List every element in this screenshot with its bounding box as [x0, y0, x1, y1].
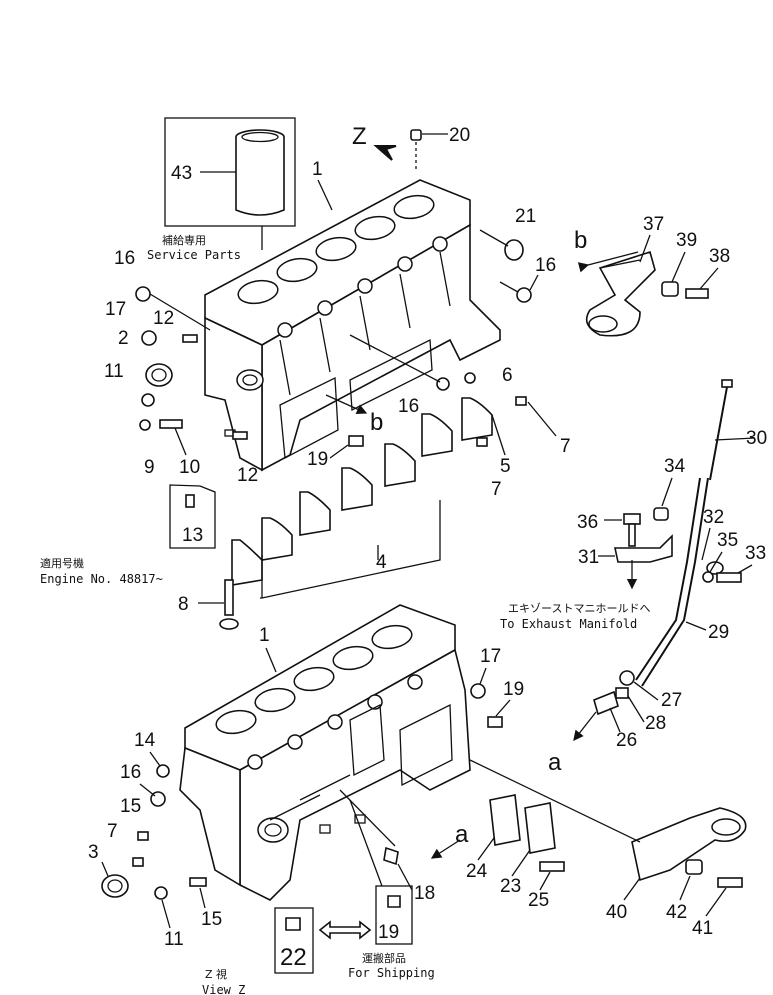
- engine-no-en-label: Engine No. 48817~: [40, 572, 163, 586]
- lower-cylinder-block: [179, 604, 471, 901]
- callout-2: 2: [118, 328, 129, 349]
- callout-1: 1: [259, 625, 270, 646]
- callout-6: 6: [502, 365, 513, 386]
- callout-37: 37: [643, 214, 664, 235]
- callout-31: 31: [578, 547, 599, 568]
- ref-b-block: b: [370, 409, 383, 436]
- callout-26: 26: [616, 730, 637, 751]
- callout-35: 35: [717, 530, 738, 551]
- callout-numbers: 43 1 20 21 16 16 17 12 2 11 16 6 7 5 7 9…: [88, 125, 767, 971]
- callout-20: 20: [449, 125, 470, 146]
- service-parts-jp-label: 補給専用: [162, 233, 206, 247]
- callout-30: 30: [746, 428, 767, 449]
- callout-3: 3: [88, 842, 99, 863]
- service-parts-en-label: Service Parts: [147, 248, 241, 262]
- callout-16: 16: [535, 255, 556, 276]
- callout-39: 39: [676, 230, 697, 251]
- callout-41: 41: [692, 918, 713, 939]
- callout-22: 22: [280, 944, 307, 971]
- main-bearing-caps: [231, 397, 493, 599]
- cylinder-liner: [235, 129, 285, 216]
- callout-28: 28: [645, 713, 666, 734]
- bracket-37-group: [577, 250, 709, 337]
- callout-7: 7: [491, 479, 502, 500]
- shipping-en-label: For Shipping: [348, 966, 435, 980]
- callout-14: 14: [134, 730, 156, 751]
- callout-33: 33: [745, 543, 766, 564]
- callout-21: 21: [515, 206, 536, 227]
- callout-34: 34: [664, 456, 686, 477]
- dipstick-group: [573, 379, 756, 742]
- ref-b-upper: b: [574, 227, 587, 254]
- callout-24: 24: [466, 861, 488, 882]
- callout-19: 19: [307, 449, 328, 470]
- view-z-jp-label: Z 視: [205, 967, 227, 981]
- callout-27: 27: [661, 690, 682, 711]
- view-arrow-icon: [373, 145, 397, 161]
- ref-a-dipstick: a: [548, 749, 562, 776]
- callout-16: 16: [120, 762, 141, 783]
- callout-23: 23: [500, 876, 521, 897]
- view-z-en-label: View Z: [202, 983, 245, 995]
- callout-10: 10: [179, 457, 200, 478]
- callout-4: 4: [376, 552, 387, 573]
- engine-no-jp-label: 適用号機: [40, 556, 84, 570]
- callout-19: 19: [378, 922, 399, 943]
- callout-19: 19: [503, 679, 524, 700]
- callout-12: 12: [237, 465, 258, 486]
- callout-13: 13: [182, 525, 203, 546]
- callout-38: 38: [709, 246, 730, 267]
- service-parts-box: [164, 117, 296, 250]
- callout-42: 42: [666, 902, 687, 923]
- exhaust-jp-label: エキゾーストマニホールドへ: [508, 602, 650, 615]
- callout-11: 11: [104, 361, 124, 382]
- callout-17: 17: [105, 299, 126, 320]
- callout-29: 29: [708, 622, 729, 643]
- callout-5: 5: [500, 456, 511, 477]
- ref-a-lower: a: [455, 821, 469, 848]
- upper-cylinder-block: [204, 179, 501, 472]
- shipping-jp-label: 運搬部品: [362, 951, 406, 965]
- callout-18: 18: [414, 883, 435, 904]
- callout-15: 15: [201, 909, 222, 930]
- callout-7: 7: [107, 821, 118, 842]
- callout-43: 43: [171, 163, 192, 184]
- callout-25: 25: [528, 890, 549, 911]
- callout-36: 36: [577, 512, 598, 533]
- callout-32: 32: [703, 507, 724, 528]
- callout-9: 9: [144, 457, 155, 478]
- callout-40: 40: [606, 902, 627, 923]
- callout-11: 11: [164, 929, 184, 950]
- callout-1: 1: [312, 159, 323, 180]
- small-parts-upper: [135, 129, 539, 630]
- view-marker-z: Z: [352, 123, 367, 150]
- callout-8: 8: [178, 594, 189, 615]
- exhaust-en-label: To Exhaust Manifold: [500, 617, 637, 631]
- callout-7: 7: [560, 436, 571, 457]
- callout-16: 16: [398, 396, 419, 417]
- callout-12: 12: [153, 308, 174, 329]
- callout-17: 17: [480, 646, 501, 667]
- callout-16: 16: [114, 248, 135, 269]
- small-parts-lower: [101, 683, 747, 974]
- callout-15: 15: [120, 796, 141, 817]
